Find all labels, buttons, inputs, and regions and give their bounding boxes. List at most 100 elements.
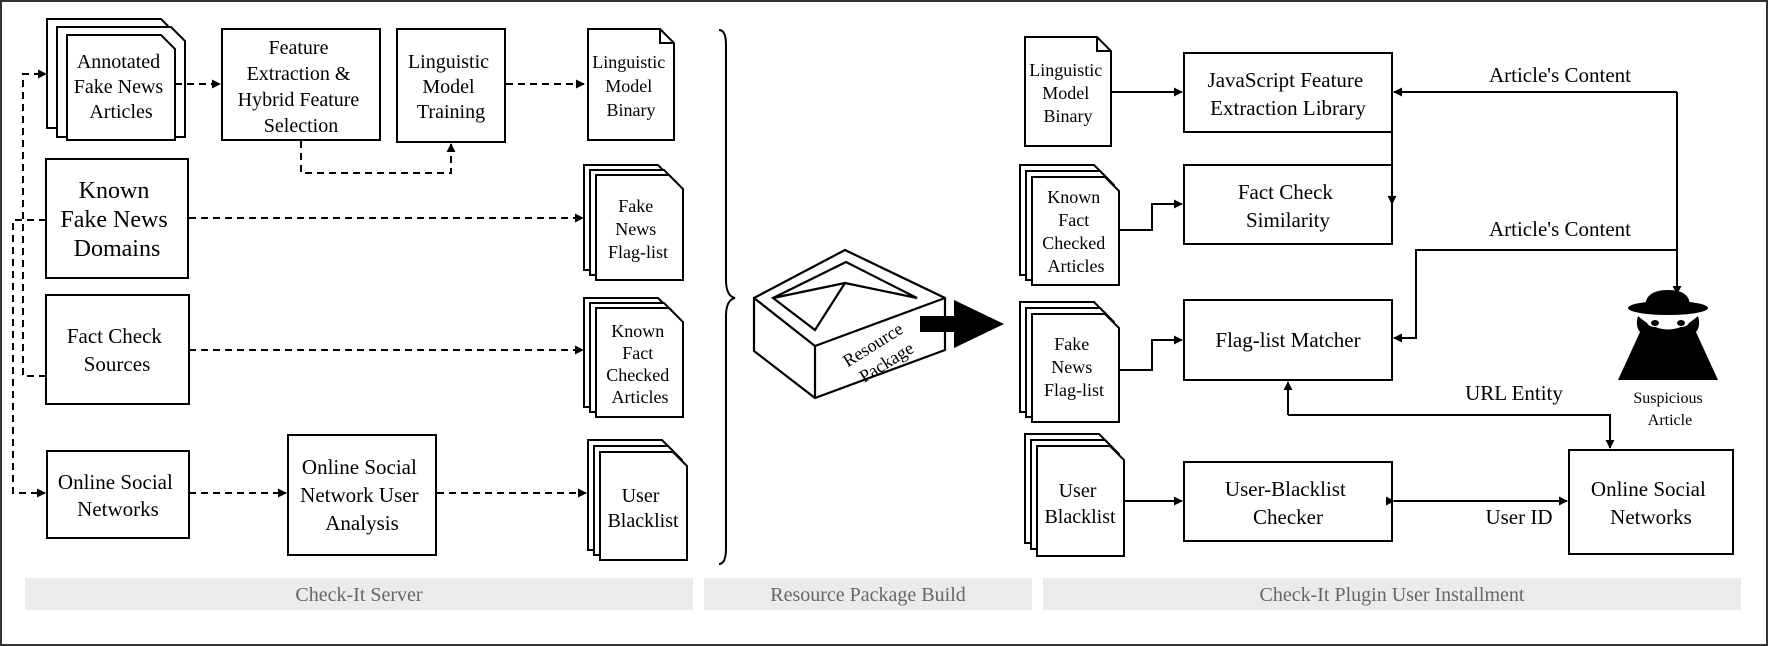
- arrow-factchecked-to-similarity: [1120, 199, 1183, 231]
- known-domains-line-1: Known: [79, 178, 150, 204]
- fact-check-similarity-line-1: Fact Check: [1238, 180, 1334, 204]
- known-domains-line-2: Fake News: [60, 207, 167, 233]
- feature-extraction-line-2: Extraction &: [247, 63, 351, 85]
- svg-text:User Blacklist: User Blacklist: [1044, 480, 1116, 528]
- blacklist-checker-box: User-Blacklist Checker: [1183, 461, 1393, 542]
- svg-text:Known Fact Checked: Known Fact Checked Articles: [1042, 187, 1109, 276]
- svg-text:Suspicious Article: Suspicious Article: [1633, 390, 1706, 429]
- server-flag-list-line-3: Flag-list: [608, 242, 668, 262]
- server-fact-checked-line-3: Checked: [606, 365, 669, 385]
- plugin-fact-checked-line-3: Checked: [1042, 233, 1105, 253]
- plugin-social-networks-line-1: Online Social: [1591, 477, 1706, 501]
- annotated-articles-line-1: Annotated: [77, 51, 160, 73]
- server-model-binary-line-2: Model: [605, 76, 652, 96]
- plugin-user-blacklist-line-1: User: [1059, 480, 1097, 502]
- arrow-extraction-to-training: [300, 141, 456, 174]
- articles-content-label-2: Article's Content: [1489, 217, 1631, 241]
- js-library-line-2: Extraction Library: [1210, 96, 1366, 120]
- section-label-plugin: Check-It Plugin User Installment: [1260, 584, 1525, 606]
- arrow-content-to-matcher: [1393, 249, 1677, 343]
- blacklist-checker-line-2: Checker: [1253, 505, 1323, 529]
- plugin-fact-checked-line-2: Fact: [1058, 210, 1089, 230]
- plugin-social-networks-line-2: Networks: [1610, 505, 1692, 529]
- server-user-blacklist-line-1: User: [622, 485, 660, 507]
- feature-extraction-box: Feature Extraction & Hybrid Feature Sele…: [221, 28, 381, 141]
- suspicious-article-line-1: Suspicious: [1633, 390, 1702, 407]
- server-arrows: [12, 69, 587, 498]
- plugin-arrows: [1112, 87, 1682, 506]
- svg-text:Feature Extraction &: Feature Extraction & Hybrid Feature Sele…: [238, 37, 365, 137]
- plugin-fact-checked-line-1: Known: [1047, 187, 1100, 207]
- articles-content-label-1: Article's Content: [1489, 63, 1631, 87]
- user-id-label: User ID: [1485, 505, 1552, 529]
- flag-list-matcher-label: Flag-list Matcher: [1215, 328, 1360, 352]
- suspicious-article-line-2: Article: [1648, 412, 1692, 429]
- server-user-blacklist-doc-stack: User Blacklist: [587, 439, 688, 561]
- svg-text:Fake News Flag-lis: Fake News Flag-list: [608, 196, 668, 262]
- plugin-model-binary-line-1: Linguistic: [1029, 60, 1102, 80]
- svg-text:Linguistic Model T: Linguistic Model Training: [408, 51, 494, 123]
- known-domains-box: Known Fake News Domains: [45, 158, 189, 279]
- server-model-binary-line-1: Linguistic: [592, 52, 665, 72]
- section-bar-server: [25, 578, 693, 610]
- svg-text:JavaScript Feature Extra: JavaScript Feature Extraction Library: [1208, 68, 1369, 120]
- server-flag-list-line-2: News: [615, 219, 656, 239]
- arrow-url-entity-to-networks: [1288, 414, 1615, 449]
- js-library-box: JavaScript Feature Extraction Library: [1183, 52, 1393, 133]
- server-flag-list-doc-stack: Fake News Flag-list: [583, 164, 684, 281]
- model-training-line-3: Training: [417, 101, 485, 123]
- model-training-box: Linguistic Model Training: [396, 28, 506, 143]
- arrow-flaglist-to-matcher: [1120, 335, 1183, 371]
- js-library-line-1: JavaScript Feature: [1208, 68, 1364, 92]
- plugin-fact-checked-line-4: Articles: [1048, 256, 1105, 276]
- section-bar-plugin: [1043, 578, 1741, 610]
- server-flag-list-line-1: Fake: [618, 196, 653, 216]
- svg-text:Online Social Network Us: Online Social Network User Analysis: [300, 455, 424, 535]
- user-analysis-line-1: Online Social: [302, 455, 417, 479]
- plugin-flag-list-doc-stack: Fake News Flag-list: [1019, 301, 1120, 423]
- server-fact-checked-line-4: Articles: [612, 387, 669, 407]
- server-social-networks-box: Online Social Networks: [46, 450, 190, 539]
- annotated-articles-doc-stack: Annotated Fake News Articles: [46, 18, 186, 141]
- user-analysis-line-3: Analysis: [325, 511, 399, 535]
- svg-text:Known Fake News Do: Known Fake News Domains: [60, 178, 173, 262]
- svg-text:Fact Check Sources: Fact Check Sources: [67, 324, 167, 376]
- plugin-flag-list-line-3: Flag-list: [1044, 380, 1104, 400]
- fact-check-sources-line-1: Fact Check: [67, 324, 163, 348]
- server-fact-checked-line-1: Known: [611, 321, 664, 341]
- plugin-model-binary-line-3: Binary: [1044, 106, 1093, 126]
- fact-check-similarity-box: Fact Check Similarity: [1183, 164, 1393, 245]
- user-analysis-line-2: Network User: [300, 483, 418, 507]
- section-label-build: Resource Package Build: [770, 584, 966, 606]
- build-to-plugin-arrow-icon: [920, 300, 1004, 348]
- svg-text:User Blacklist: User Blacklist: [607, 485, 679, 532]
- model-training-line-2: Model: [422, 76, 475, 98]
- fact-check-sources-line-2: Sources: [84, 352, 151, 376]
- svg-text:Fake News Flag-lis: Fake News Flag-list: [1044, 334, 1104, 400]
- section-bar-build: [704, 578, 1032, 610]
- feature-extraction-line-1: Feature: [269, 37, 329, 59]
- server-social-networks-line-2: Networks: [77, 497, 159, 521]
- svg-text:Annotated Fake News: Annotated Fake News Articles: [74, 51, 168, 123]
- model-binary-doc: Linguistic Model Binary: [587, 28, 675, 141]
- known-domains-line-3: Domains: [74, 236, 161, 262]
- fact-check-similarity-line-2: Similarity: [1246, 208, 1331, 232]
- plugin-flag-list-line-2: News: [1051, 357, 1092, 377]
- svg-text:Fact Check Similarity: Fact Check Similarity: [1238, 180, 1338, 232]
- arrow-sources-to-articles: [22, 69, 47, 377]
- model-training-line-1: Linguistic: [408, 51, 489, 73]
- section-label-server: Check-It Server: [295, 584, 423, 606]
- plugin-user-blacklist-line-2: Blacklist: [1044, 506, 1116, 528]
- fact-check-sources-box: Fact Check Sources: [45, 294, 190, 405]
- svg-text:User-Blacklist Checker: User-Blacklist Checker: [1225, 477, 1351, 529]
- annotated-articles-line-2: Fake News: [74, 76, 164, 98]
- feature-extraction-line-4: Selection: [264, 115, 338, 137]
- build-brace: [718, 29, 736, 565]
- svg-text:Known Fact Checked: Known Fact Checked Articles: [606, 321, 673, 407]
- svg-text:Flag-list Matcher: Flag-list Matcher: [1215, 328, 1360, 352]
- server-fact-checked-doc-stack: Known Fact Checked Articles: [583, 297, 684, 418]
- svg-text:Linguistic Model B: Linguistic Model Binary: [1029, 60, 1107, 126]
- plugin-model-binary-line-2: Model: [1042, 83, 1089, 103]
